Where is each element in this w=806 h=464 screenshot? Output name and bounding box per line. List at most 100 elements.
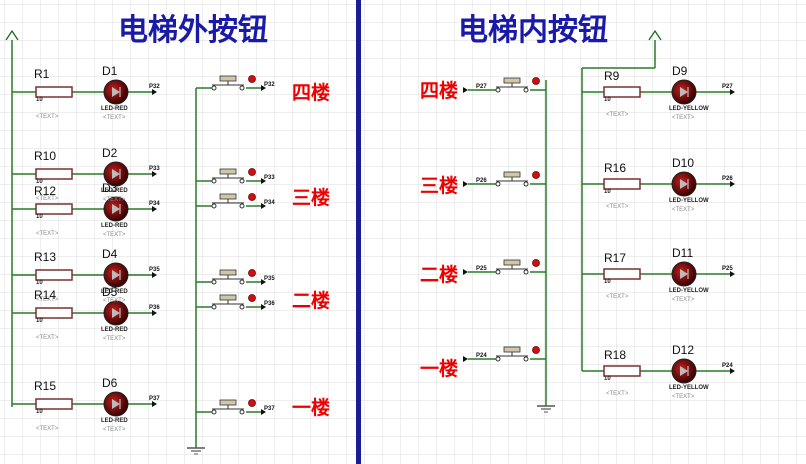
text-placeholder: <TEXT> — [672, 207, 695, 213]
led-arrow-icon — [112, 204, 120, 214]
resistor-ref: R1 — [34, 67, 50, 81]
switch-indicator-icon — [248, 399, 256, 407]
switch-terminal — [211, 304, 217, 310]
switch-terminal — [211, 85, 217, 91]
led-arrow-icon — [112, 169, 120, 179]
switch-cap — [219, 269, 237, 276]
led-value: LED-RED — [101, 327, 128, 333]
port-label: P35 — [149, 267, 160, 273]
floor-label: 四楼 — [292, 81, 330, 104]
floor-label: 一楼 — [292, 396, 330, 419]
port-arrow-icon — [730, 271, 735, 277]
resistor-body — [35, 269, 73, 281]
floor-label: 四楼 — [420, 79, 458, 102]
resistor-value: 10 — [604, 376, 611, 382]
floor-label: 二楼 — [420, 263, 458, 286]
text-placeholder: <TEXT> — [103, 298, 126, 304]
port-arrow-icon — [261, 203, 266, 209]
switch-terminal — [523, 269, 529, 275]
power-rail-icon — [648, 29, 662, 41]
text-placeholder: <TEXT> — [36, 231, 59, 237]
resistor-ref: R9 — [604, 69, 620, 83]
switch-cap — [219, 399, 237, 406]
resistor-body — [35, 168, 73, 180]
port-arrow-icon — [730, 368, 735, 374]
resistor-value: 10 — [604, 189, 611, 195]
led-ref: D11 — [672, 246, 693, 260]
resistor-body — [35, 86, 73, 98]
port-label: P26 — [722, 176, 733, 182]
port-label: P32 — [264, 82, 275, 88]
resistor-value: 10 — [604, 279, 611, 285]
text-placeholder: <TEXT> — [672, 115, 695, 121]
port-arrow-icon — [261, 409, 266, 415]
port-label: P37 — [264, 406, 275, 412]
section-divider — [356, 0, 361, 464]
port-label: P26 — [476, 178, 487, 184]
port-arrow-icon — [152, 171, 157, 177]
switch-terminal — [239, 85, 245, 91]
text-placeholder: <TEXT> — [36, 297, 59, 303]
title-outside-buttons: 电梯外按钮 — [118, 13, 268, 48]
switch-indicator-icon — [248, 269, 256, 277]
switch-indicator-icon — [248, 294, 256, 302]
port-arrow-icon — [152, 310, 157, 316]
resistor-body — [35, 203, 73, 215]
led-value: LED-YELLOW — [669, 198, 709, 204]
components — [5, 29, 735, 455]
port-label: P34 — [149, 201, 160, 207]
led-value: LED-RED — [101, 188, 128, 194]
labels: R110<TEXT>D1LED-RED<TEXT>P32R1010<TEXT>D… — [34, 64, 733, 433]
switch-terminal — [239, 178, 245, 184]
resistor-value: 10 — [36, 179, 43, 185]
switch-cap — [503, 346, 521, 353]
resistor-ref: R15 — [34, 379, 56, 393]
led-value: LED-YELLOW — [669, 288, 709, 294]
switch-cap — [503, 171, 521, 178]
switch-indicator-icon — [248, 193, 256, 201]
resistor-ref: R18 — [604, 348, 626, 362]
port-arrow-icon — [463, 356, 468, 362]
port-arrow-icon — [152, 272, 157, 278]
port-arrow-icon — [152, 401, 157, 407]
switch-terminal — [523, 181, 529, 187]
led-arrow-icon — [112, 399, 120, 409]
switch-indicator-icon — [248, 75, 256, 83]
port-arrow-icon — [463, 181, 468, 187]
port-arrow-icon — [730, 89, 735, 95]
port-label: P33 — [264, 175, 275, 181]
switch-terminal — [523, 356, 529, 362]
switch-terminal — [523, 87, 529, 93]
wires — [11, 40, 730, 448]
text-placeholder: <TEXT> — [36, 426, 59, 432]
resistor-body — [35, 307, 73, 319]
resistor-value: 10 — [36, 318, 43, 324]
switch-terminal — [495, 87, 501, 93]
port-label: P37 — [149, 396, 160, 402]
port-label: P32 — [149, 84, 160, 90]
text-placeholder: <TEXT> — [672, 394, 695, 400]
port-label: P25 — [476, 266, 487, 272]
port-arrow-icon — [261, 85, 266, 91]
switch-terminal — [239, 279, 245, 285]
resistor-ref: R14 — [34, 288, 56, 302]
resistor-value: 10 — [36, 214, 43, 220]
switch-cap — [219, 193, 237, 200]
switch-cap — [503, 259, 521, 266]
led-ref: D6 — [102, 376, 118, 390]
resistor-ref: R13 — [34, 250, 56, 264]
switch-indicator-icon — [532, 171, 540, 179]
port-label: P27 — [476, 84, 487, 90]
text-placeholder: <TEXT> — [103, 336, 126, 342]
text-placeholder: <TEXT> — [606, 204, 629, 210]
text-placeholder: <TEXT> — [606, 294, 629, 300]
switch-cap — [219, 294, 237, 301]
port-label: P33 — [149, 166, 160, 172]
led-ref: D10 — [672, 156, 694, 170]
led-value: LED-RED — [101, 418, 128, 424]
led-ref: D1 — [102, 64, 118, 78]
led-arrow-icon — [680, 269, 688, 279]
port-label: P34 — [264, 200, 275, 206]
